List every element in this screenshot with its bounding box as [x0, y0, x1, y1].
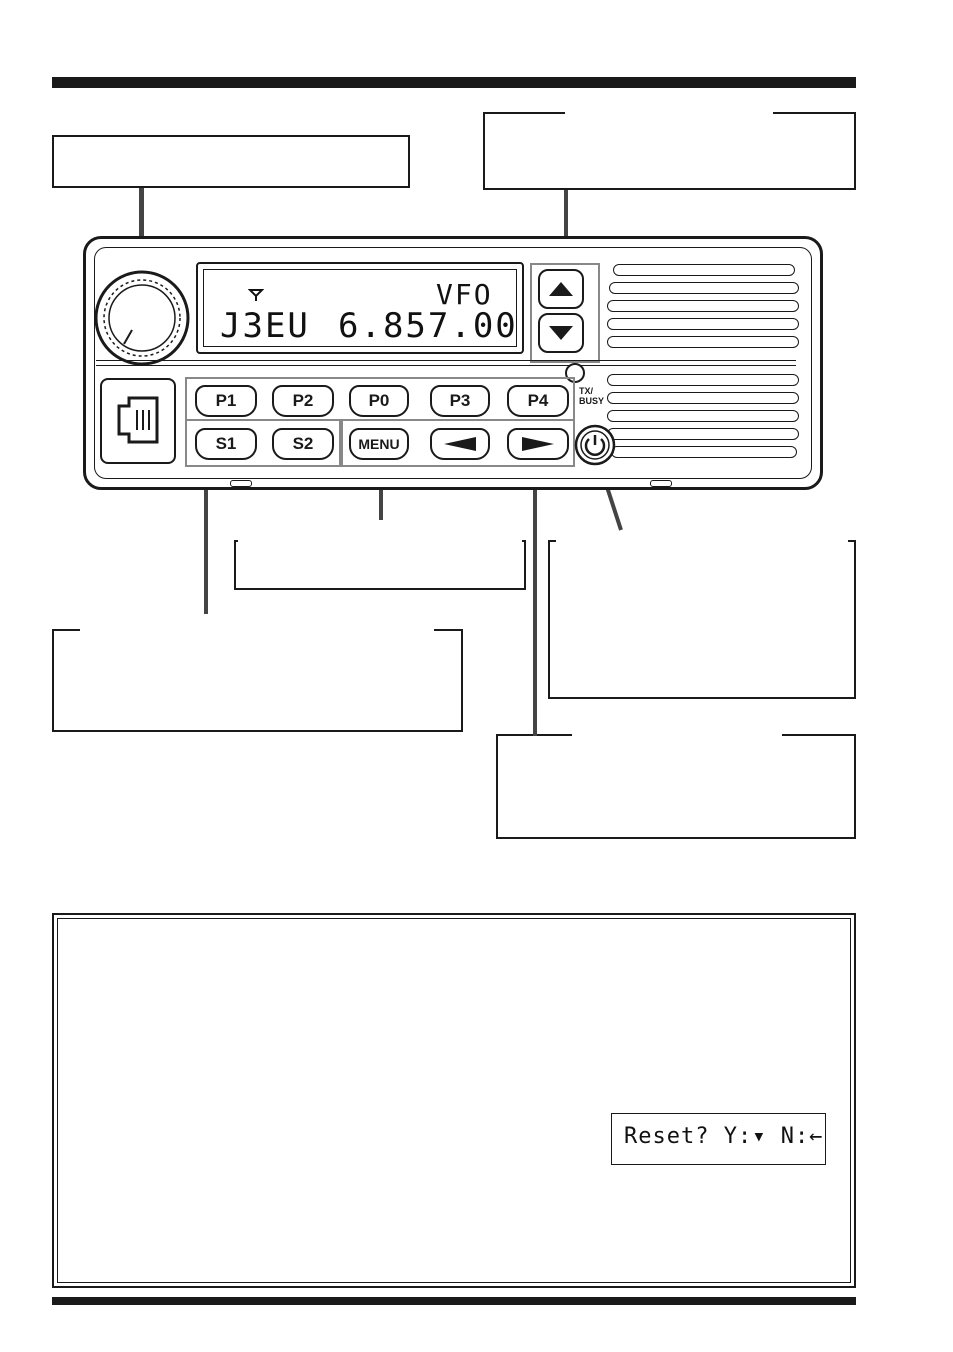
panel-divider: [96, 360, 796, 366]
callout-power-key: [548, 538, 856, 699]
down-key[interactable]: [538, 313, 584, 353]
tx-busy-label: TX/ BUSY: [579, 386, 605, 406]
lcd-channel-name: J3EU: [220, 306, 310, 346]
up-arrow-icon: [549, 282, 573, 296]
left-key[interactable]: [430, 428, 490, 460]
p1-key[interactable]: P1: [195, 385, 257, 417]
up-key[interactable]: [538, 269, 584, 309]
leader-arrow-keys: [533, 464, 537, 736]
lcd-frequency: 6.857.00: [338, 306, 518, 346]
callout-menu-key: [234, 538, 526, 590]
left-arrow-icon: [444, 437, 476, 451]
right-arrow-icon: [522, 437, 554, 451]
callout-volume-knob: [52, 135, 410, 188]
power-key[interactable]: [574, 424, 616, 466]
p4-key[interactable]: P4: [507, 385, 569, 417]
speaker-grille: [603, 262, 799, 472]
up-down-group: [530, 263, 600, 363]
p0-key[interactable]: P0: [349, 385, 409, 417]
notice-frame: [52, 913, 856, 1288]
s2-key[interactable]: S2: [272, 428, 334, 460]
antenna-icon: [248, 289, 264, 301]
s1-key[interactable]: S1: [195, 428, 257, 460]
dial-knob-icon[interactable]: [92, 268, 192, 368]
reset-prompt-display: Reset? Y:▾ N:←: [611, 1113, 826, 1165]
p2-key[interactable]: P2: [272, 385, 334, 417]
mic-jack[interactable]: [100, 378, 176, 464]
down-arrow-icon: [549, 326, 573, 340]
lcd-display: VFO J3EU 6.857.00: [196, 262, 524, 354]
radio-front-bezel: [94, 247, 812, 479]
arrow-keys-group: [341, 419, 575, 467]
lcd-mode: VFO: [436, 278, 493, 311]
callout-up-down-keys: [483, 110, 856, 190]
callout-programmable-keys: [52, 627, 463, 732]
header-rule: [52, 77, 856, 88]
leader-up-down-keys: [564, 190, 568, 266]
callout-arrow-keys: [496, 732, 856, 839]
panel-foot-right: [650, 480, 672, 487]
leader-programmable-keys: [204, 464, 208, 614]
power-icon: [584, 435, 606, 456]
leader-menu-key: [379, 470, 383, 520]
footer-rule: [52, 1297, 856, 1305]
reset-prompt-text: Reset? Y:▾ N:←: [624, 1124, 824, 1149]
s-keys-group: [185, 419, 341, 467]
panel-foot-left: [230, 480, 252, 487]
p3-key[interactable]: P3: [430, 385, 490, 417]
menu-key[interactable]: MENU: [349, 428, 409, 460]
leader-volume-knob: [139, 188, 144, 273]
right-key[interactable]: [507, 428, 569, 460]
modular-jack-icon: [117, 396, 159, 444]
